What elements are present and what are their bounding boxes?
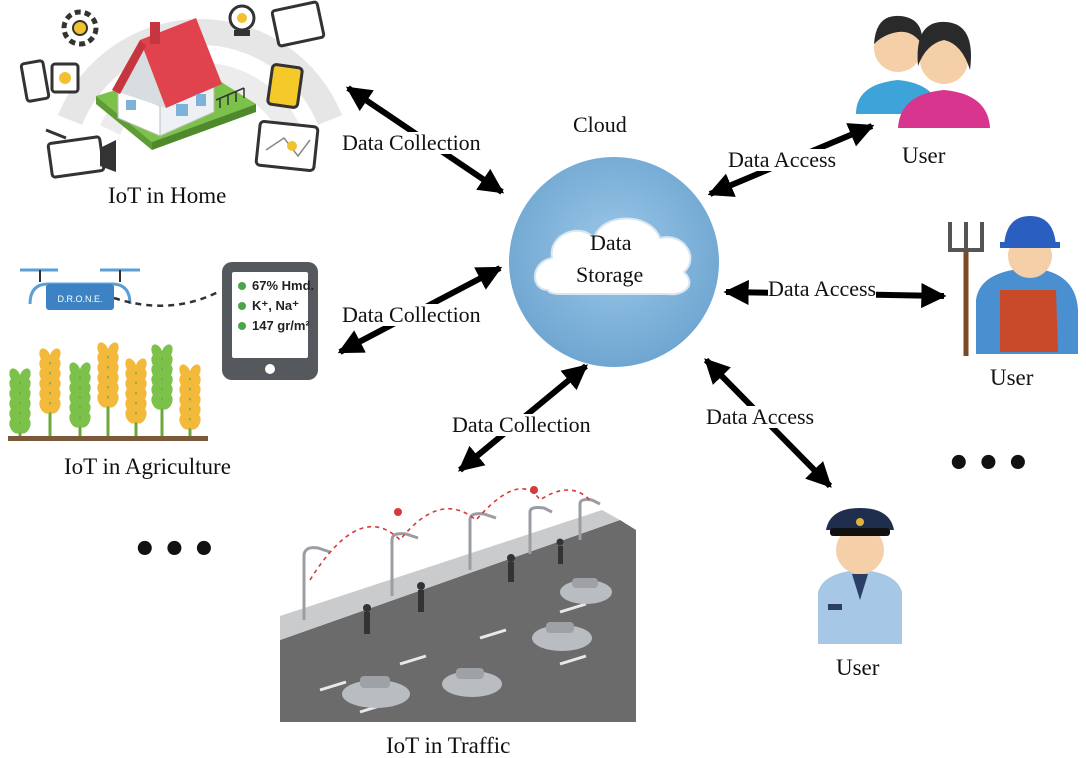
- wheat-stalk: [97, 342, 119, 436]
- map-tablet-icon: [254, 119, 320, 173]
- caption-iot-traffic: IoT in Traffic: [386, 733, 511, 758]
- caption-user-police: User: [836, 655, 880, 680]
- biomass-reading: 147 gr/m²: [252, 318, 310, 333]
- pedestrians: [363, 538, 564, 634]
- iot-agriculture-illustration: D.R.O.N.E. 67% Hmd. K⁺, Na⁺ 147 gr/m²: [8, 262, 318, 441]
- car: [532, 622, 592, 651]
- security-camera-icon: [45, 128, 116, 179]
- cloud-title: Cloud: [573, 112, 627, 137]
- caption-iot-agriculture: IoT in Agriculture: [64, 454, 231, 479]
- monitor-icon: [270, 0, 326, 48]
- soil-line: [8, 436, 208, 441]
- label-data-collection-traffic: Data Collection: [452, 412, 591, 437]
- car: [560, 578, 612, 604]
- cloud-node: [509, 157, 719, 367]
- cloud-icon: [534, 217, 692, 296]
- label-data-collection-home: Data Collection: [342, 130, 481, 155]
- smart-device-icon: [19, 59, 80, 103]
- bug-icon: [238, 322, 246, 330]
- car: [442, 668, 502, 697]
- wheat-field: [9, 342, 201, 436]
- road: [280, 520, 636, 722]
- tablet-icon: [266, 63, 304, 109]
- caption-iot-home: IoT in Home: [108, 183, 227, 208]
- humidity-reading: 67% Hmd.: [252, 278, 314, 293]
- wheat-stalk: [9, 368, 31, 436]
- user-couple-icon: [856, 15, 990, 128]
- wheat-stalk: [151, 344, 173, 436]
- ions-reading: K⁺, Na⁺: [252, 298, 299, 313]
- user-police-icon: [818, 508, 902, 644]
- label-data-access-couple: Data Access: [728, 147, 837, 172]
- gear-icon: [61, 9, 99, 47]
- label-data-collection-agriculture: Data Collection: [342, 302, 481, 327]
- iot-traffic-illustration: [280, 486, 636, 722]
- car: [342, 676, 410, 708]
- house-icon: [112, 18, 245, 137]
- wheat-stalk: [125, 358, 147, 436]
- wheat-stalk: [39, 348, 61, 436]
- humidity-icon: [238, 282, 246, 290]
- label-data-access-farmer: Data Access: [768, 276, 877, 301]
- cloud-storage-line2: Storage: [576, 262, 644, 287]
- user-farmer-icon: [948, 216, 1078, 356]
- label-data-access-police: Data Access: [706, 404, 815, 429]
- webcam-icon: [228, 4, 256, 36]
- drone-label: D.R.O.N.E.: [57, 294, 102, 304]
- cloud-storage-line1: Data: [590, 230, 632, 255]
- iot-home-illustration: [19, 0, 343, 179]
- leaf-icon: [238, 302, 246, 310]
- wheat-stalk: [69, 362, 91, 436]
- signal-link: [309, 488, 591, 581]
- caption-user-farmer: User: [990, 365, 1034, 390]
- street-lights: [302, 498, 601, 620]
- wheat-stalk: [179, 364, 201, 436]
- ellipsis-sources: •••: [132, 527, 221, 573]
- drone-icon: D.R.O.N.E.: [20, 268, 140, 310]
- caption-user-couple: User: [902, 143, 946, 168]
- ellipsis-users: •••: [946, 441, 1035, 487]
- sensor-tablet: 67% Hmd. K⁺, Na⁺ 147 gr/m²: [222, 262, 318, 380]
